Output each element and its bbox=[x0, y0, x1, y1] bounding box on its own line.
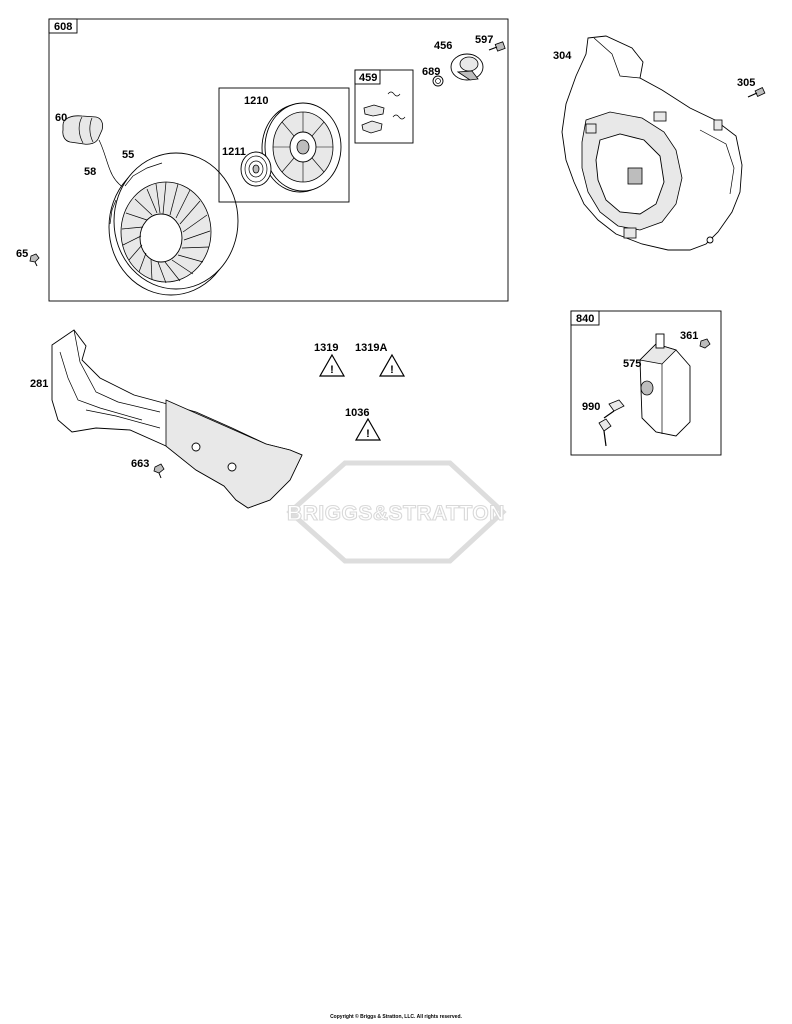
group-label-459: 459 bbox=[359, 72, 377, 84]
callout-1210: 1210 bbox=[244, 95, 268, 107]
callout-305: 305 bbox=[737, 77, 755, 89]
callout-304: 304 bbox=[553, 50, 572, 62]
group-840-frame: 840 bbox=[570, 310, 722, 456]
callout-575: 575 bbox=[623, 358, 641, 370]
callout-1319: 1319 bbox=[314, 342, 338, 354]
pulley-subgroup-frame bbox=[218, 87, 350, 203]
svg-text:!: ! bbox=[330, 364, 334, 376]
warning-label-1036: ! bbox=[354, 417, 382, 441]
callout-labels: 60 55 58 65 1210 1211 456 597 689 304 30… bbox=[16, 34, 755, 470]
callout-281: 281 bbox=[30, 378, 48, 390]
group-label-608: 608 bbox=[54, 21, 72, 33]
briggs-stratton-watermark: BRIGGS&STRATTON bbox=[286, 460, 507, 564]
callout-689: 689 bbox=[422, 66, 440, 78]
callout-65: 65 bbox=[16, 248, 28, 260]
warning-label-1319A: ! bbox=[378, 353, 406, 377]
screw-663 bbox=[153, 463, 165, 479]
heat-shield bbox=[51, 329, 303, 509]
callout-990: 990 bbox=[582, 401, 600, 413]
callout-456: 456 bbox=[434, 40, 452, 52]
blower-housing bbox=[561, 35, 743, 251]
pawl-kit-parts bbox=[361, 91, 406, 134]
callout-361: 361 bbox=[680, 330, 698, 342]
callout-597: 597 bbox=[475, 34, 493, 46]
svg-text:!: ! bbox=[366, 428, 370, 440]
screw-361 bbox=[699, 338, 711, 349]
starter-handle bbox=[62, 115, 125, 189]
spring-689 bbox=[432, 75, 444, 87]
screw-65 bbox=[29, 253, 40, 267]
callout-58: 58 bbox=[84, 166, 96, 178]
screw-597 bbox=[488, 41, 506, 52]
callout-60: 60 bbox=[55, 112, 67, 124]
callout-1211: 1211 bbox=[222, 146, 246, 158]
warning-label-1319: ! bbox=[318, 353, 346, 377]
callout-663: 663 bbox=[131, 458, 149, 470]
callout-1319A: 1319A bbox=[355, 342, 387, 354]
rewind-spring bbox=[240, 151, 272, 187]
group-608-frame: 608 bbox=[48, 18, 509, 302]
svg-text:!: ! bbox=[390, 364, 394, 376]
ignition-keys bbox=[598, 399, 625, 447]
rewind-starter-housing bbox=[108, 152, 239, 296]
copyright-notice: Copyright © Briggs & Stratton, LLC. All … bbox=[330, 1014, 462, 1020]
group-459-frame: 459 bbox=[354, 69, 414, 144]
switch-box bbox=[639, 333, 691, 437]
starter-pulley bbox=[261, 102, 342, 193]
callout-1036: 1036 bbox=[345, 407, 369, 419]
callout-55: 55 bbox=[122, 149, 134, 161]
watermark-text: BRIGGS&STRATTON bbox=[287, 502, 505, 525]
retainer-456 bbox=[450, 53, 484, 81]
group-label-840: 840 bbox=[576, 313, 594, 325]
screw-305 bbox=[747, 87, 766, 98]
